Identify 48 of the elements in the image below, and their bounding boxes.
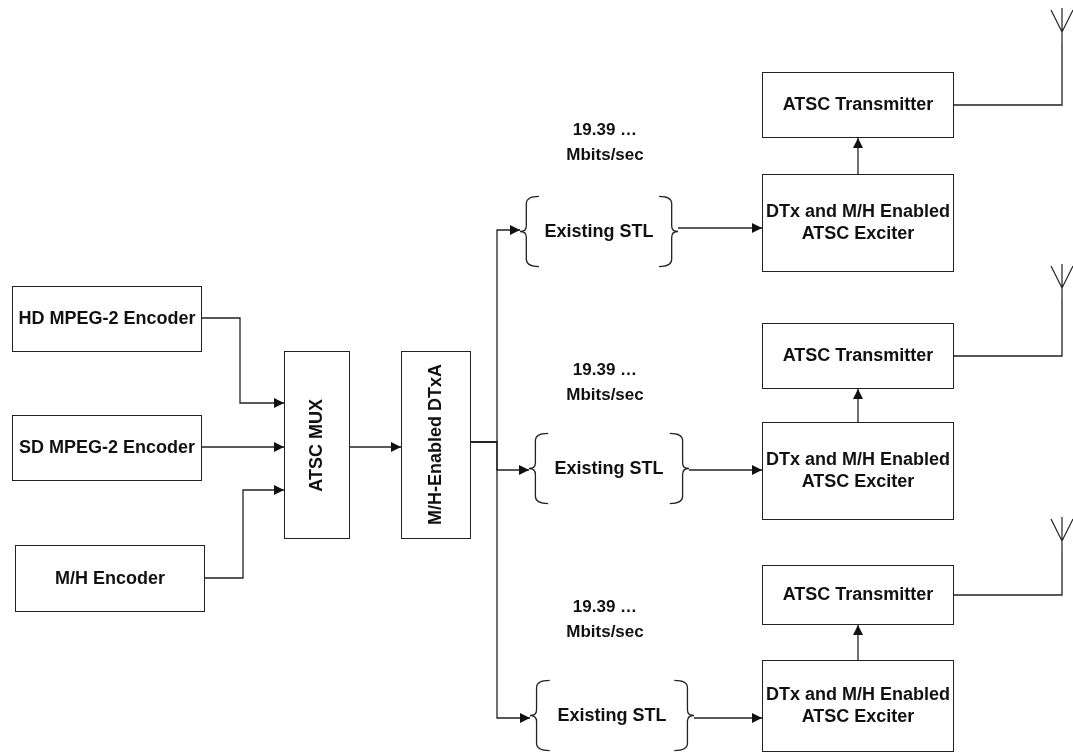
data-rate-label: 19.39 … Mbits/sec — [565, 119, 645, 166]
data-rate-label: 19.39 … Mbits/sec — [565, 359, 645, 406]
box-label: HD MPEG-2 Encoder — [18, 308, 196, 330]
bracket-group — [520, 195, 678, 268]
process-box — [762, 174, 954, 272]
antenna-icon — [1050, 8, 1073, 44]
bracket-group — [529, 432, 689, 505]
process-box — [12, 286, 202, 352]
process-box — [401, 351, 471, 539]
arrow — [853, 388, 863, 423]
box-label: Existing STL — [554, 457, 664, 480]
arrow — [693, 713, 763, 723]
box-label: ATSC Transmitter — [782, 584, 934, 606]
data-rate-label: 19.39 … Mbits/sec — [565, 596, 645, 643]
arrow — [201, 317, 285, 408]
bracket-group — [530, 679, 694, 752]
antenna-icon — [1050, 517, 1073, 553]
arrow — [204, 485, 285, 579]
antenna-icon — [1050, 264, 1073, 300]
box-label: SD MPEG-2 Encoder — [18, 437, 195, 459]
box-label: ATSC Transmitter — [782, 345, 934, 367]
process-box — [12, 415, 202, 481]
process-box — [762, 422, 954, 520]
arrow — [201, 442, 285, 452]
process-box — [762, 72, 954, 138]
process-box — [762, 660, 954, 752]
process-box — [762, 565, 954, 625]
arrow — [470, 441, 531, 723]
process-box — [762, 323, 954, 389]
connector-line — [953, 43, 1063, 106]
box-label: M/H Encoder — [55, 567, 165, 590]
process-box — [15, 545, 205, 612]
connector-line — [953, 299, 1063, 357]
box-label: M/H-Enabled DTxA — [425, 364, 447, 526]
arrow — [853, 137, 863, 175]
arrow — [688, 465, 763, 475]
box-label: ATSC Transmitter — [782, 94, 934, 116]
box-label: ATSC MUX — [306, 398, 328, 492]
arrow — [853, 624, 863, 661]
box-label: DTx and M/H Enabled ATSC Exciter — [765, 201, 951, 245]
box-label: DTx and M/H Enabled ATSC Exciter — [765, 449, 951, 493]
connector-line — [953, 552, 1063, 596]
box-label: DTx and M/H Enabled ATSC Exciter — [765, 684, 951, 728]
arrow — [349, 442, 402, 452]
box-label: Existing STL — [544, 220, 654, 243]
process-box — [284, 351, 350, 539]
arrow — [677, 223, 763, 233]
box-label: Existing STL — [557, 704, 667, 727]
